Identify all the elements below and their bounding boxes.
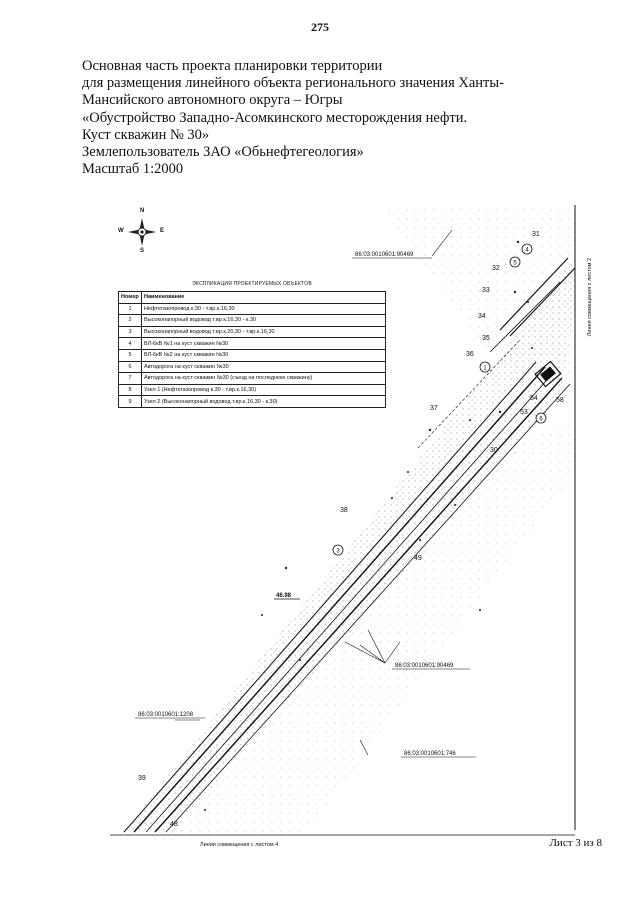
- objects-legend: ЭКСПЛИКАЦИЯ ПРОЕКТИРУЕМЫХ ОБЪЕКТОВ Номер…: [118, 281, 386, 408]
- cadastral-label: 86:03:0010601:90469: [395, 663, 454, 669]
- header-line: для размещения линейного объекта региона…: [82, 75, 504, 92]
- cadastral-label: 86:03:0010601:1208: [138, 712, 194, 718]
- point-number: 54: [530, 395, 538, 402]
- point-number: 35: [482, 335, 490, 342]
- leader-lines: [175, 229, 453, 756]
- header-line: Куст скважин № 30»: [82, 126, 210, 143]
- survey-marks: [204, 240, 533, 811]
- header-line: Землепользователь ЗАО «Обьнефтегеология»: [82, 144, 364, 161]
- compass-north-label: N: [140, 208, 145, 214]
- header-line: Мансийского автономного округа – Югры: [82, 92, 343, 109]
- circled-object-number: 4: [525, 248, 529, 254]
- point-number: 32: [492, 265, 500, 272]
- point-number: 53: [520, 409, 528, 416]
- cadastral-label: 86:03:0010601:746: [404, 751, 456, 757]
- legend-title: ЭКСПЛИКАЦИЯ ПРОЕКТИРУЕМЫХ ОБЪЕКТОВ: [192, 281, 312, 287]
- point-number: 36: [466, 351, 474, 358]
- point-number: 38: [340, 507, 348, 514]
- match-line-bottom-label: Линия совмещения с листом 4: [200, 842, 278, 848]
- point-number: 31: [532, 231, 540, 238]
- point-number: 37: [430, 405, 438, 412]
- page-number: 275: [311, 20, 329, 34]
- compass-east-label: E: [160, 228, 165, 234]
- compass-rose-icon: N S W E: [118, 208, 165, 254]
- compass-south-label: S: [140, 248, 145, 254]
- circled-object-number: 1: [483, 366, 487, 372]
- header-line: Масштаб 1:2000: [82, 161, 184, 178]
- circled-object-number: 3: [336, 549, 340, 555]
- circled-object-number: 6: [539, 417, 543, 423]
- point-number: 33: [482, 287, 490, 294]
- point-number: 48: [170, 821, 178, 828]
- elevation-mark: 46.98: [276, 593, 292, 599]
- point-number: 58: [556, 397, 564, 404]
- legend-row-name: Узел 2 (Высоконапорный водовод т.вр.к.16…: [141, 395, 386, 408]
- circled-object-number: 5: [513, 261, 517, 267]
- compass-star-icon: [128, 218, 156, 246]
- sheet-number: Лист 3 из 8: [549, 837, 602, 849]
- point-number: 39: [138, 775, 146, 782]
- cadastral-label: 86:03:0010601:90469: [355, 252, 414, 258]
- corridor-lines: [123, 257, 576, 833]
- point-number: 30: [490, 447, 498, 454]
- match-line-right-label: Линия совмещения с листом 2: [587, 258, 593, 336]
- compass-west-label: W: [118, 228, 124, 234]
- document-header: Основная часть проекта планировки террит…: [82, 58, 582, 178]
- header-line: Основная часть проекта планировки террит…: [82, 58, 383, 74]
- well-pad-structure: [534, 360, 562, 388]
- point-number: 49: [414, 555, 422, 562]
- point-number: 34: [478, 313, 486, 320]
- site-plan-drawing: 86:03:0010601:90469 86:03:0010601:90469 …: [110, 205, 593, 848]
- header-line: «Обустройство Западно-Асомкинского место…: [82, 109, 468, 126]
